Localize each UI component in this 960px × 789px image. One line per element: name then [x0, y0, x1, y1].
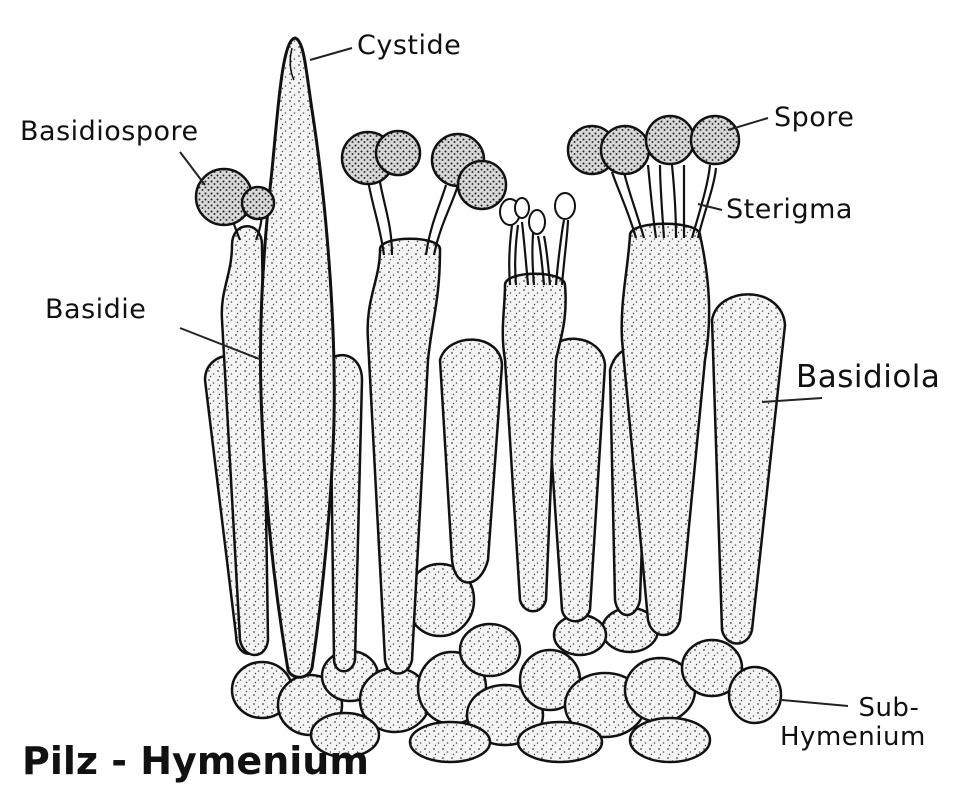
label-basidiospore: Basidiospore	[20, 118, 199, 145]
label-cystide: Cystide	[357, 32, 461, 59]
label-subhymenium: Sub- Hymenium	[780, 694, 926, 751]
basidiospore-leader	[180, 152, 205, 185]
label-spore: Spore	[774, 104, 854, 131]
label-basidie: Basidie	[45, 296, 146, 323]
label-subhymenium-line2: Hymenium	[780, 723, 926, 752]
label-subhymenium-line1: Sub-	[780, 694, 926, 723]
label-basidiola: Basidiola	[796, 362, 940, 393]
label-sterigma: Sterigma	[726, 196, 853, 223]
diagram-title: Pilz - Hymenium	[22, 742, 369, 780]
cystide-cell	[260, 38, 334, 677]
cystide-leader	[310, 48, 352, 60]
